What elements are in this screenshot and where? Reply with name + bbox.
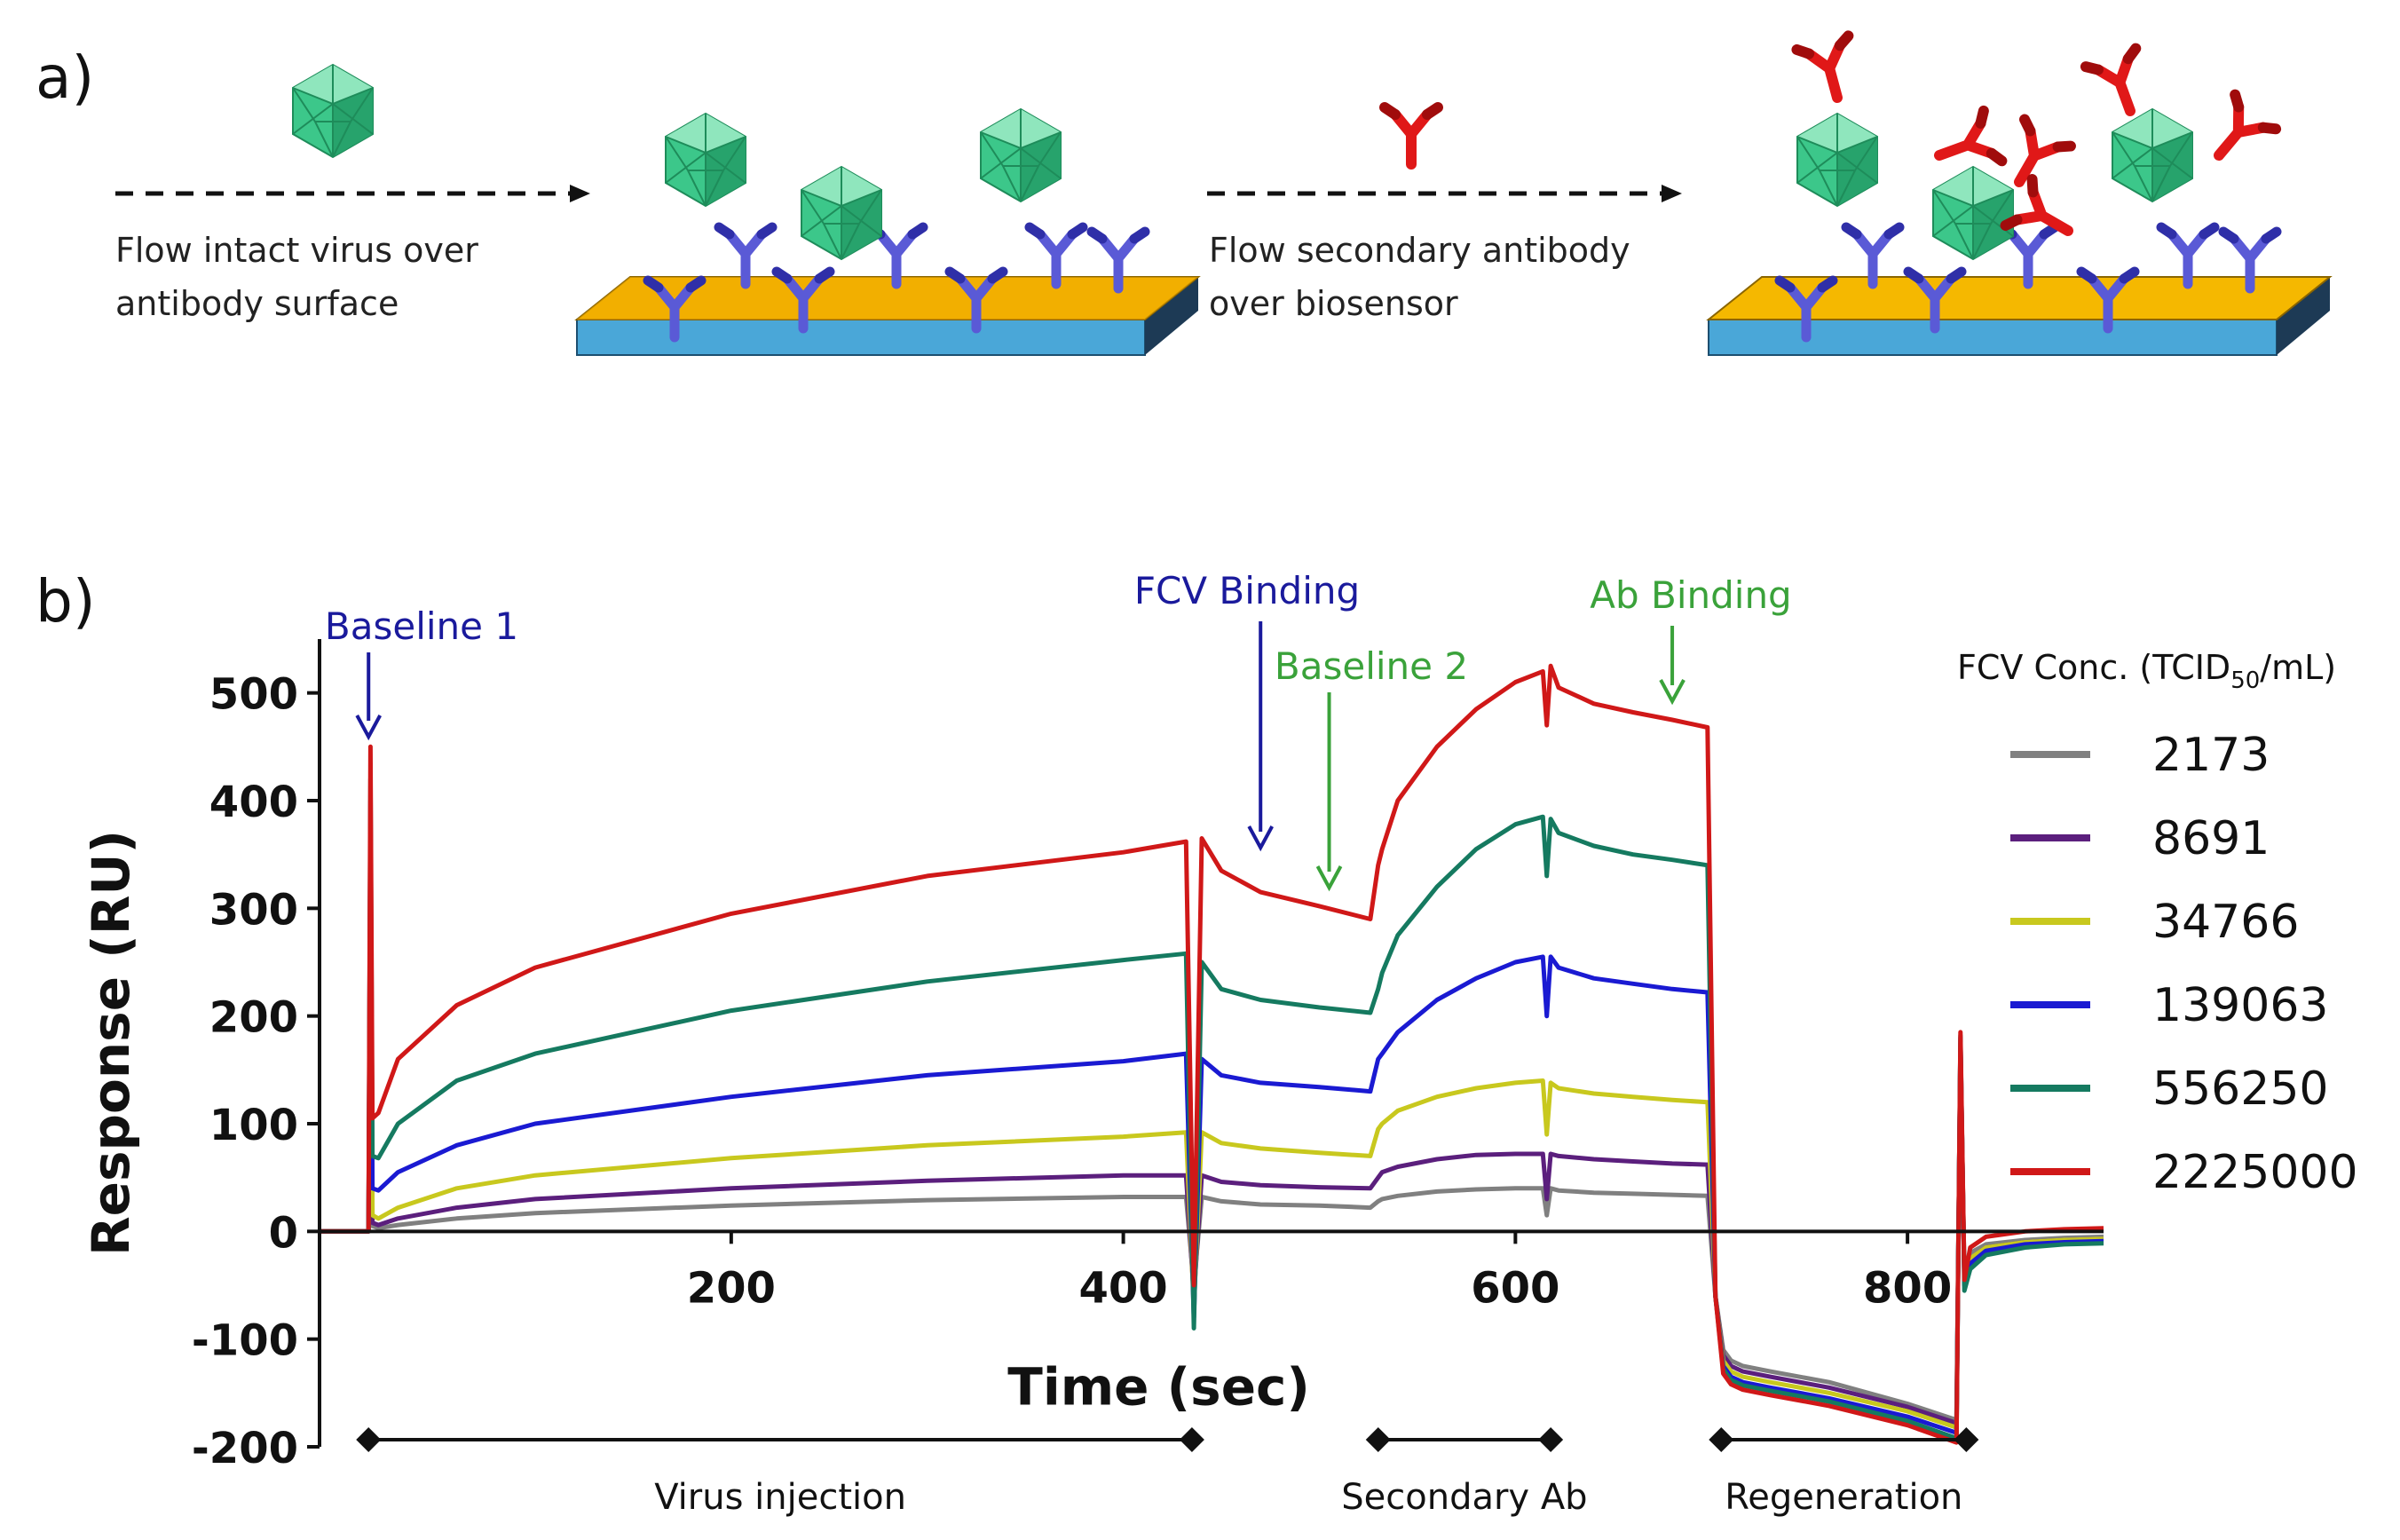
series-line-139063 [320,798,2104,1435]
y-tick-label: 500 [209,670,298,720]
step2-text-line2: over biosensor [1209,284,1458,323]
diamond-marker-icon [1538,1427,1564,1452]
series-line-8691 [320,852,2104,1425]
biosensor-chip-1 [574,276,1201,356]
arrowhead-icon [1247,825,1274,852]
step1-text-line2: antibody surface [115,284,399,323]
y-axis-label: Response (RU) [81,830,141,1256]
annotation-label: Ab Binding [1590,573,1791,617]
y-axis-ticks: -200 -100 0 100 200 300 400 500 [192,670,320,1473]
x-axis-label: Time (sec) [1007,1356,1310,1417]
phase-label: Secondary Ab [1341,1477,1587,1518]
y-tick-label: 0 [269,1208,298,1258]
x-tick-label: 400 [1079,1263,1168,1313]
virus-icon [292,64,374,158]
arrowhead-icon [1662,185,1682,202]
biosensor-chip-2 [1706,276,2333,356]
arrowhead-icon [355,715,382,741]
panel-a-label: a) [36,43,94,112]
series-line-556250 [320,777,2104,1441]
arrowhead-icon [1315,865,1343,892]
arrowhead-icon [1659,679,1686,706]
phase-bars: Virus injection Secondary Ab Regeneration [356,1427,1979,1518]
panel-a: a) Flow intact virus over antibody surfa… [36,36,2333,356]
diamond-marker-icon [356,1427,382,1452]
legend: FCV Conc. (TCID50/mL) 2173 8691 34766 13906… [1957,648,2358,1199]
legend-label: 34766 [2152,896,2299,949]
annotation-label: Baseline 2 [1275,644,1468,688]
x-axis-ticks: 200 400 600 800 [687,1231,1952,1313]
annotation-label: Baseline 1 [325,604,518,648]
diamond-marker-icon [1365,1427,1391,1452]
x-tick-label: 200 [687,1263,776,1313]
phase-label: Virus injection [654,1477,906,1518]
legend-title: FCV Conc. (TCID50/mL) [1957,648,2336,694]
step1-text-line1: Flow intact virus over [115,231,478,270]
y-tick-label: 300 [209,885,298,935]
series-lines [320,663,2104,1445]
secondary-antibody-icon [1385,107,1438,164]
binding-chart: -200 -100 0 100 200 300 400 500 200 400 600 800 Re… [81,569,2358,1518]
diamond-marker-icon [1954,1427,1979,1452]
y-tick-label: 200 [209,993,298,1043]
phase-label: Regeneration [1725,1477,1962,1518]
legend-label: 139063 [2152,979,2329,1032]
legend-label: 2173 [2152,729,2270,782]
series-line-34766 [320,819,2104,1430]
series-line-2173 [320,905,2104,1423]
annotation-label: FCV Binding [1134,569,1360,612]
diamond-marker-icon [1179,1427,1204,1452]
arrowhead-icon [570,185,590,202]
y-tick-label: -200 [192,1424,298,1473]
x-tick-label: 600 [1471,1263,1559,1313]
y-tick-label: 100 [209,1101,298,1150]
legend-label: 8691 [2152,812,2270,865]
legend-label: 2225000 [2152,1146,2358,1199]
x-tick-label: 800 [1863,1263,1952,1313]
diamond-marker-icon [1709,1427,1734,1452]
step2-text-line1: Flow secondary antibody [1209,231,1630,270]
panel-b-label: b) [36,567,96,636]
y-tick-label: 400 [209,778,298,827]
legend-label: 556250 [2152,1062,2329,1116]
y-tick-label: -100 [192,1316,298,1366]
series-line-2225000 [320,663,2104,1445]
